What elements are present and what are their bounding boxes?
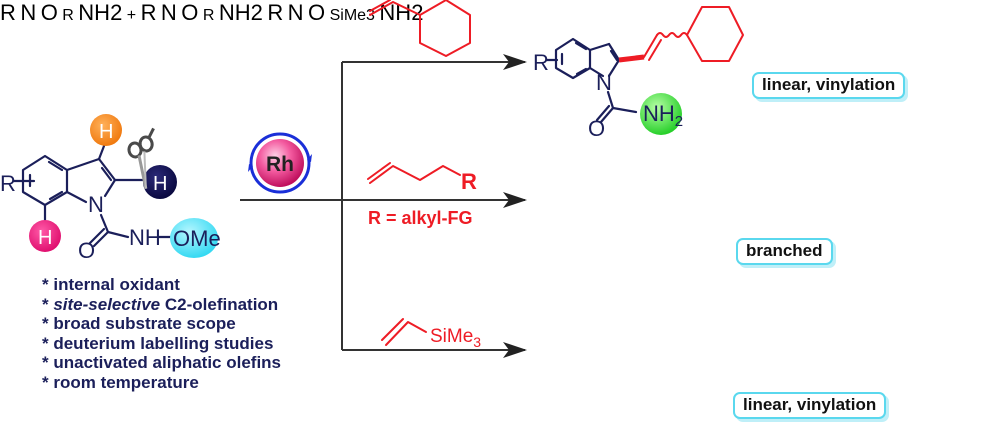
rh-label: Rh [266, 153, 294, 176]
rh-catalyst: Rh [248, 132, 312, 194]
product-bottom: R N O SiMe3 [267, 0, 375, 25]
reagent-vinylsilane: SiMe3 [381, 318, 481, 350]
feature-list: * internal oxidant * site-selective C2-o… [42, 275, 281, 393]
h-c2-ball: H [143, 165, 177, 199]
feature-item: * internal oxidant [42, 275, 180, 294]
ome-ball: OMe [170, 218, 221, 258]
sm-nh-label: NH [129, 225, 161, 250]
svg-text:N: N [596, 70, 612, 95]
sm-r-label: R [0, 171, 16, 196]
tag-top: linear, vinylation [752, 72, 906, 99]
reagent-condition: R = alkyl-FG [368, 208, 473, 228]
product-middle-branched: R N O R [140, 0, 215, 25]
sm-o-label: O [78, 238, 95, 263]
starting-indole: R N O NH [0, 144, 174, 263]
nh2-ball-top: NH2 [640, 93, 683, 135]
svg-text:OMe: OMe [173, 226, 221, 251]
scissors-icon [127, 127, 155, 190]
feature-item: * deuterium labelling studies [42, 333, 274, 353]
reagent-r-label: R [461, 169, 477, 194]
svg-text:H: H [38, 227, 52, 249]
reagent-silyl-label: SiMe3 [430, 326, 481, 350]
reagent-alkene: R R = alkyl-FG [367, 162, 477, 228]
sm-n-label: N [88, 192, 104, 217]
product-middle-linear: R N O R [0, 0, 74, 25]
svg-text:H: H [153, 173, 167, 195]
svg-text:NH2: NH2 [643, 101, 683, 130]
nh2-ball-middle-right: NH2 [218, 0, 263, 25]
h-c3-ball: H [90, 114, 122, 146]
feature-item: * broad substrate scope [42, 314, 236, 334]
feature-item: * room temperature [42, 372, 199, 392]
svg-text:H: H [99, 121, 113, 143]
svg-text:O: O [588, 116, 605, 141]
tag-bottom: linear, vinylation [733, 392, 887, 419]
h-c7-ball: H [29, 220, 61, 252]
plus-sign: + [126, 7, 137, 24]
tag-middle: branched [736, 238, 833, 265]
svg-text:R: R [533, 50, 549, 75]
feature-item: * unactivated aliphatic olefins [42, 353, 282, 373]
reagent-vinylcyclohexane [369, 0, 471, 57]
feature-item: * site-selective C2-olefination [42, 294, 279, 314]
nh2-ball-middle-left: NH2 [78, 0, 123, 25]
product-top: R N O [533, 6, 744, 141]
